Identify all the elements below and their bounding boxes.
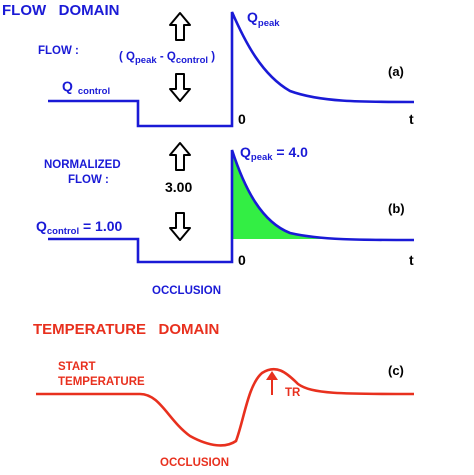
q-control-normalized: Qcontrol = 1.00: [36, 218, 123, 237]
flow-curve-a: [48, 11, 415, 128]
tr-arrowhead-icon: [266, 371, 278, 380]
flow-curve-b: [48, 149, 415, 264]
q-peak-normalized: Qpeak = 4.0: [240, 144, 308, 163]
panel-label-b: (b): [388, 201, 405, 216]
time-axis-b: t: [409, 252, 414, 268]
temperature-domain-title: TEMPERATURE DOMAIN: [33, 321, 219, 338]
normalized-label-line1: NORMALIZED: [44, 159, 121, 171]
occlusion-label-flow: OCCLUSION: [152, 285, 221, 297]
arrow-down-icon: [169, 212, 191, 241]
arrow-up-icon: [169, 142, 191, 171]
start-temperature-line2: TEMPERATURE: [58, 376, 145, 388]
start-temperature-line1: START: [58, 361, 95, 373]
arrow-up-icon: [169, 12, 191, 41]
normalized-label-line2: FLOW :: [68, 174, 109, 186]
flow-label: FLOW :: [38, 45, 79, 57]
time-axis-a: t: [409, 111, 414, 127]
flow-domain-title: FLOW DOMAIN: [2, 2, 119, 19]
flow-difference-label: ( Qpeak - Qcontrol ): [119, 51, 215, 66]
excess-flow-area: [232, 150, 340, 239]
time-zero-b: 0: [238, 252, 246, 268]
time-zero-a: 0: [238, 111, 246, 127]
panel-label-a: (a): [388, 64, 404, 79]
temperature-curve: [36, 367, 415, 447]
occlusion-label-temperature: OCCLUSION: [160, 457, 229, 469]
difference-value: 3.00: [165, 179, 192, 195]
tr-label: TR: [285, 387, 301, 399]
arrow-down-icon: [169, 73, 191, 102]
panel-label-c: (c): [388, 363, 404, 378]
q-peak-label: Qpeak: [247, 9, 280, 29]
